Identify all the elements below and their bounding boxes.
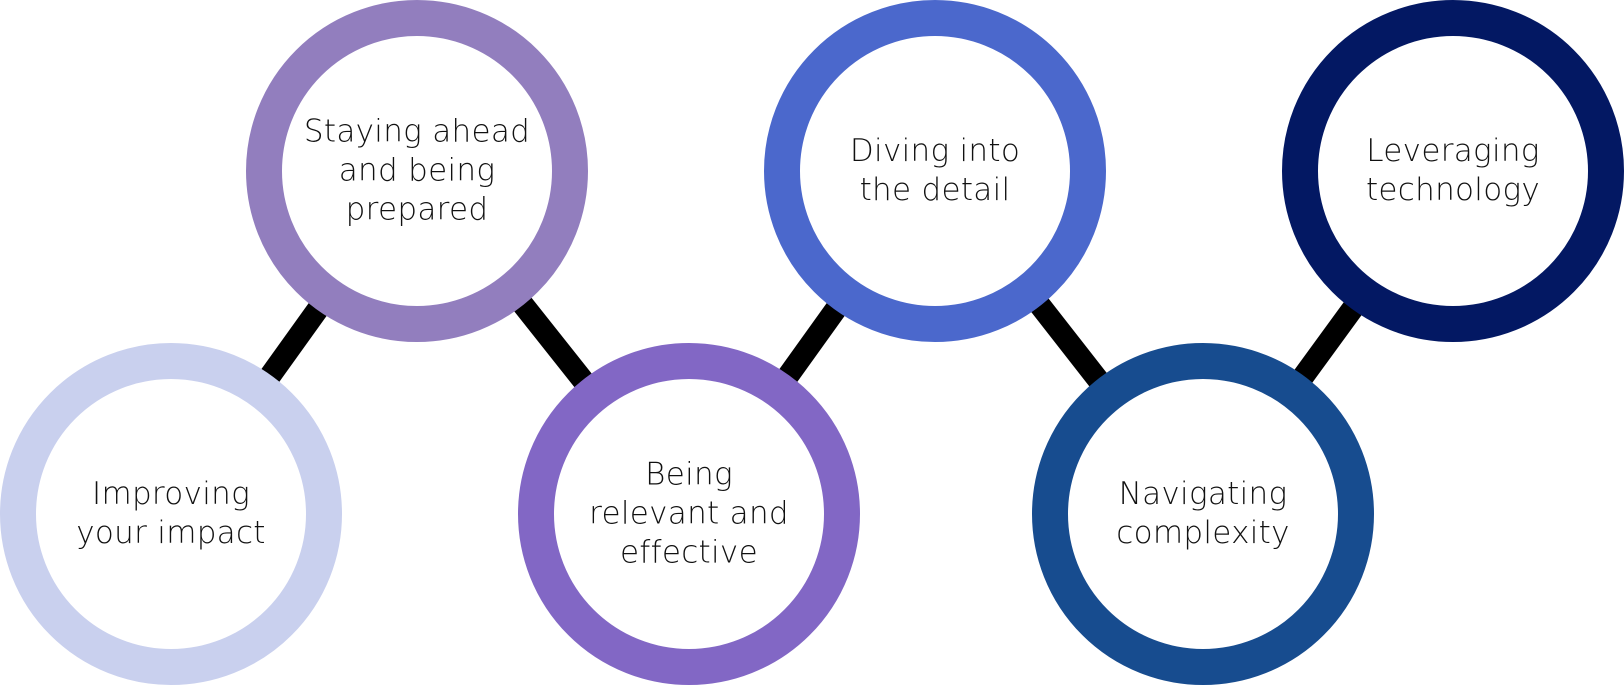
node-label-line: your impact: [76, 515, 266, 551]
node-label-line: the detail: [859, 172, 1011, 208]
node-label-line: relevant and: [589, 495, 789, 532]
node-label-line: technology: [1365, 172, 1541, 208]
ring-n5: [1032, 343, 1374, 685]
node-label-line: Diving into: [849, 133, 1021, 169]
connector-n1-n2: [255, 295, 333, 390]
node-label-line: Leveraging: [1366, 133, 1540, 169]
connector-n4-n5: [1025, 291, 1113, 394]
connectors: [255, 290, 1368, 395]
connector-n2-n3: [508, 290, 598, 395]
connector-n5-n6: [1288, 294, 1368, 391]
node-label-line: complexity: [1116, 515, 1290, 551]
node-label-line: Navigating: [1118, 476, 1288, 512]
ring-n3: [518, 343, 860, 685]
ring-n4: [764, 0, 1106, 342]
node-label-line: Staying ahead: [303, 113, 531, 150]
ring-n2: [246, 0, 588, 342]
ring-n6: [1282, 0, 1624, 342]
node-label-line: Being: [645, 456, 733, 493]
ring-n1: [0, 343, 342, 685]
node-label-line: prepared: [345, 191, 489, 228]
node-label-line: Improving: [92, 476, 250, 512]
node-label-line: effective: [620, 534, 758, 571]
node-label-line: and being: [338, 152, 496, 189]
connector-n3-n4: [773, 295, 851, 390]
